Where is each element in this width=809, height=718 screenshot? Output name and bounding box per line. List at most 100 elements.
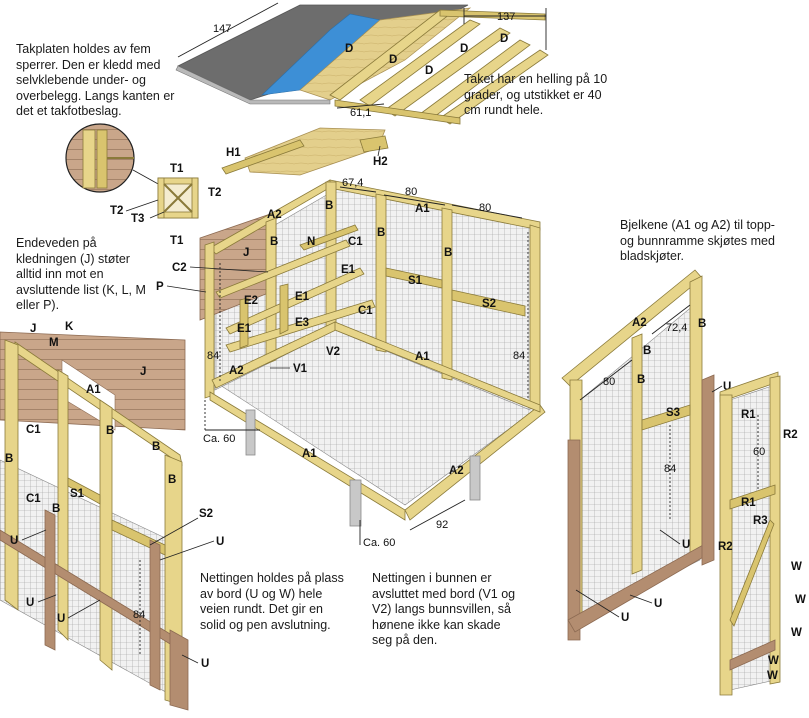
lbl-a2-right: A2 bbox=[449, 465, 464, 477]
dim-84-left: 84 bbox=[207, 350, 219, 362]
lbl-c1-2: C1 bbox=[358, 305, 373, 317]
main-frame: A2 B B B B A1 N C1 J C2 E1 P S1 E1 E2 S2… bbox=[156, 177, 546, 549]
lbl-b-left-2: B bbox=[5, 453, 13, 465]
lbl-r1-top: R1 bbox=[741, 409, 756, 421]
note-slope: Taket har en helling på 10 grader, og ut… bbox=[464, 72, 608, 117]
label-t2-right: T2 bbox=[208, 187, 221, 199]
note-endwood: Endeveden på kledningen (J) støter allti… bbox=[16, 236, 146, 312]
label-t1-top: T1 bbox=[170, 163, 184, 175]
back-wall-panel: A2 B B B U S3 U U U 72,4 80 84 bbox=[561, 269, 731, 641]
lbl-w-4: W bbox=[768, 655, 779, 667]
dim-84-back: 84 bbox=[664, 463, 676, 475]
lbl-b-2: B bbox=[270, 236, 278, 248]
dim-ca60-left: Ca. 60 bbox=[203, 433, 235, 445]
dim-84-leftwall: 84 bbox=[133, 609, 145, 621]
roof-assembly: D D D D D 147 137 61,1 bbox=[175, 2, 549, 125]
label-t2-left: T2 bbox=[110, 205, 123, 217]
rafters-d bbox=[329, 9, 549, 125]
lbl-b-4: B bbox=[444, 247, 452, 259]
lbl-s2-main: S2 bbox=[482, 298, 496, 310]
detail-magnifier bbox=[65, 123, 161, 193]
lbl-e1-2: E1 bbox=[295, 291, 310, 303]
lbl-u-back-4: U bbox=[621, 612, 629, 624]
dim-line-61 bbox=[336, 103, 385, 109]
lbl-u-back-2: U bbox=[682, 539, 690, 551]
lbl-m: M bbox=[49, 337, 59, 349]
label-h2: H2 bbox=[373, 156, 388, 168]
lbl-r2-right: R2 bbox=[783, 429, 798, 441]
lbl-w-5: W bbox=[767, 670, 778, 682]
lbl-c1-left-2: C1 bbox=[26, 493, 41, 505]
lbl-a2-left: A2 bbox=[229, 365, 244, 377]
lbl-c1-1: C1 bbox=[348, 236, 363, 248]
lbl-a2-back: A2 bbox=[632, 317, 647, 329]
lbl-u-back-1: U bbox=[723, 381, 731, 393]
dim-84-right: 84 bbox=[513, 350, 525, 362]
lbl-e1-3: E1 bbox=[237, 323, 252, 335]
note-bottom: Nettingen i bunnen er avsluttet med bord… bbox=[372, 571, 516, 647]
lbl-b-back-1: B bbox=[643, 345, 651, 357]
label-d-1: D bbox=[345, 43, 353, 55]
lbl-b-left-3: B bbox=[152, 441, 160, 453]
lbl-a2-top: A2 bbox=[267, 209, 282, 221]
lbl-a1-back: A1 bbox=[415, 351, 430, 363]
lbl-p: P bbox=[156, 281, 164, 293]
label-t1-bottom: T1 bbox=[170, 235, 184, 247]
roof-membrane bbox=[261, 13, 381, 96]
note-beams: Bjelkene (A1 og A2) til topp- og bunnram… bbox=[620, 218, 775, 263]
lbl-j-right: J bbox=[140, 366, 146, 378]
lbl-b-left-4: B bbox=[168, 474, 176, 486]
lbl-u-4: U bbox=[57, 613, 65, 625]
lbl-a1-left: A1 bbox=[86, 384, 101, 396]
lbl-c1-left-1: C1 bbox=[26, 424, 41, 436]
beam-a1-back bbox=[334, 321, 541, 413]
lbl-u-3: U bbox=[26, 597, 34, 609]
lbl-e1-1: E1 bbox=[341, 264, 356, 276]
lbl-a1-front: A1 bbox=[302, 448, 317, 460]
lbl-u-1: U bbox=[216, 536, 224, 548]
lbl-u-5: U bbox=[201, 658, 209, 670]
lbl-e3: E3 bbox=[295, 317, 309, 329]
note-netting: Nettingen holdes på plass av bord (U og … bbox=[200, 571, 344, 632]
lbl-s1-left: S1 bbox=[70, 488, 85, 500]
lbl-v1: V1 bbox=[293, 363, 308, 375]
lbl-s2-left: S2 bbox=[199, 508, 213, 520]
label-d-4: D bbox=[460, 43, 468, 55]
lbl-j-left: J bbox=[30, 323, 36, 335]
lbl-j-main: J bbox=[243, 247, 249, 259]
lbl-u-back-3: U bbox=[654, 598, 662, 610]
dim-61-1: 61,1 bbox=[350, 107, 371, 119]
lbl-b-1: B bbox=[325, 200, 333, 212]
lbl-r2-left: R2 bbox=[718, 541, 733, 553]
lbl-v2: V2 bbox=[326, 346, 340, 358]
dim-67-4: 67,4 bbox=[342, 177, 363, 189]
lbl-s1-main: S1 bbox=[408, 275, 423, 287]
dim-line-147 bbox=[177, 2, 279, 58]
lbl-b-back-3: B bbox=[637, 374, 645, 386]
label-d-3: D bbox=[425, 65, 433, 77]
lbl-r3: R3 bbox=[753, 515, 768, 527]
lbl-c2: C2 bbox=[172, 262, 187, 274]
dim-80-back: 80 bbox=[603, 376, 615, 388]
dim-147: 147 bbox=[213, 23, 231, 35]
lbl-b-left-1: B bbox=[106, 425, 114, 437]
small-frame-t: T1 T2 T2 T3 T1 bbox=[110, 163, 221, 247]
dim-72-4: 72,4 bbox=[666, 322, 687, 334]
hatch-h: H1 H2 bbox=[221, 127, 389, 176]
lbl-w-3: W bbox=[791, 627, 802, 639]
lbl-b-left-5: B bbox=[52, 503, 60, 515]
label-t3: T3 bbox=[131, 213, 144, 225]
dim-92: 92 bbox=[436, 519, 448, 531]
dim-80-b: 80 bbox=[479, 202, 491, 214]
lbl-b-3: B bbox=[377, 227, 385, 239]
dim-ca60-front: Ca. 60 bbox=[363, 537, 395, 549]
lbl-r1-mid: R1 bbox=[741, 497, 756, 509]
lbl-a1-top: A1 bbox=[415, 203, 430, 215]
lbl-n: N bbox=[307, 236, 315, 248]
label-d-5: D bbox=[500, 33, 508, 45]
dim-60-door: 60 bbox=[753, 446, 765, 458]
lbl-u-2: U bbox=[10, 535, 18, 547]
door-panel: R1 R2 R1 R3 R2 W W W W W 60 bbox=[718, 371, 806, 696]
left-wall-panel: J K M J A1 C1 B B B B S1 C1 B S2 U U U U… bbox=[0, 321, 224, 711]
